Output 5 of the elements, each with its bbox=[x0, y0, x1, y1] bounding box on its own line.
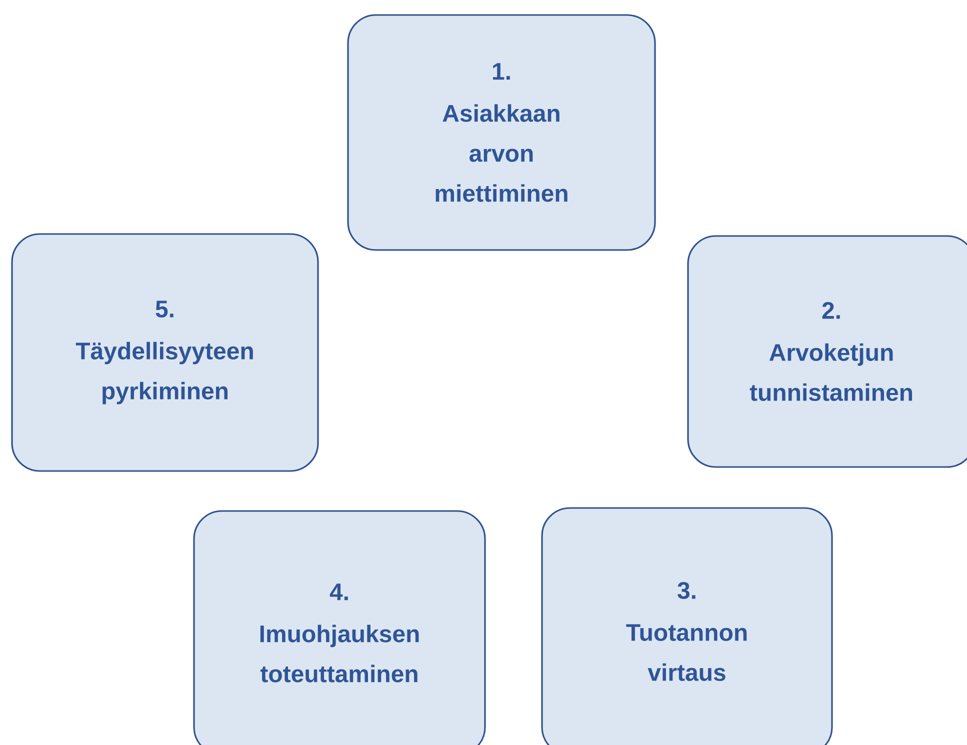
process-box: 1. Asiakkaan arvon miettiminen bbox=[347, 14, 656, 251]
process-box: 4. Imuohjauksen toteuttaminen bbox=[193, 510, 486, 745]
process-box: 5. Täydellisyyteen pyrkiminen bbox=[11, 233, 319, 472]
process-box: 3. Tuotannon virtaus bbox=[541, 507, 833, 745]
process-box: 2. Arvoketjun tunnistaminen bbox=[687, 235, 967, 468]
